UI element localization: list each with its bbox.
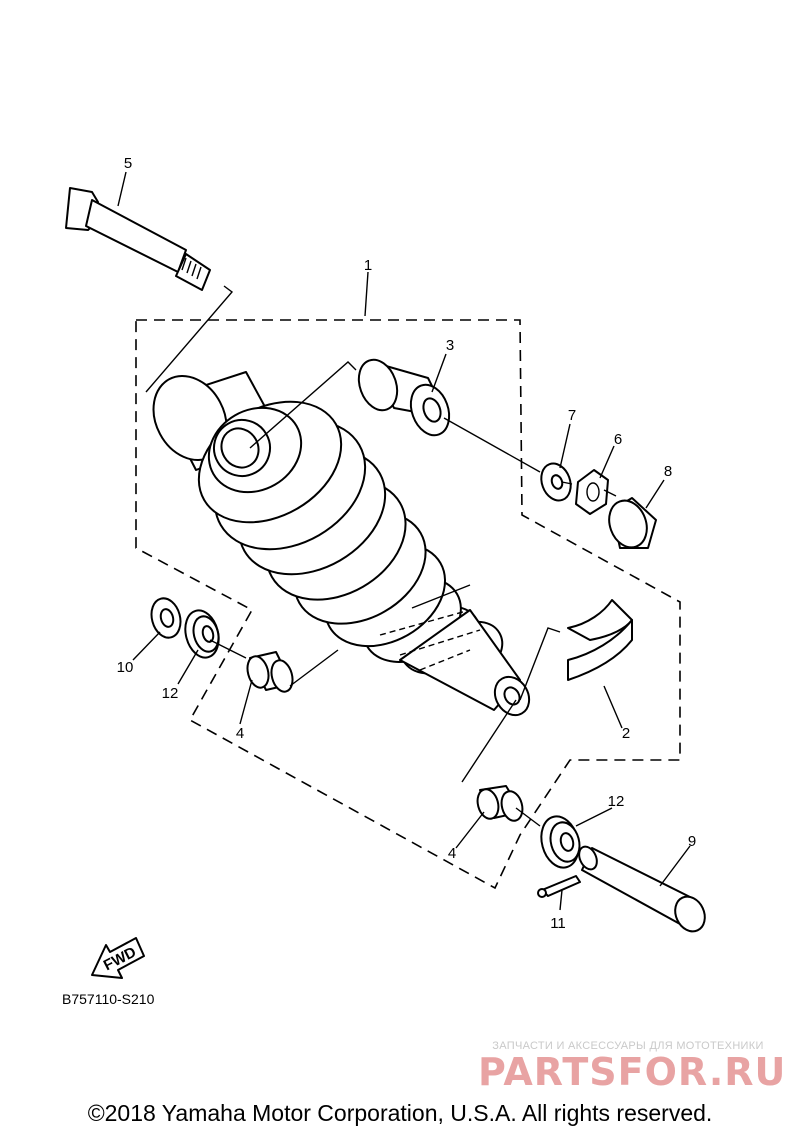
watermark-tagline: ЗАПЧАСТИ И АКСЕССУАРЫ ДЛЯ МОТОТЕХНИКИ bbox=[492, 1040, 764, 1052]
callout-12-lower: 12 bbox=[608, 793, 625, 810]
callout-1: 1 bbox=[364, 257, 372, 274]
part-1-shock-absorber[interactable] bbox=[139, 363, 536, 721]
callout-2: 2 bbox=[622, 725, 630, 742]
alignment-lines bbox=[145, 285, 617, 827]
part-12-oil-seal-upper[interactable] bbox=[180, 607, 223, 662]
part-8-cap[interactable] bbox=[603, 495, 657, 552]
callout-10: 10 bbox=[117, 659, 134, 676]
rear-shock-absorber-diagram: FWD 5 1 3 7 6 8 2 4 10 12 4 12 9 11 B757… bbox=[62, 155, 711, 1007]
part-12-oil-seal-lower[interactable] bbox=[536, 812, 584, 872]
callout-6: 6 bbox=[614, 431, 622, 448]
callout-4-lower: 4 bbox=[448, 845, 456, 862]
callout-12-upper: 12 bbox=[162, 685, 179, 702]
part-2-protector[interactable] bbox=[567, 599, 633, 681]
part-7-washer[interactable] bbox=[536, 459, 575, 504]
part-9-pin[interactable] bbox=[576, 844, 711, 936]
assembly-boundary bbox=[135, 319, 681, 890]
callout-9: 9 bbox=[688, 833, 696, 850]
leader-lines bbox=[117, 171, 691, 911]
callout-5: 5 bbox=[124, 155, 132, 172]
callout-3: 3 bbox=[446, 337, 454, 354]
callout-8: 8 bbox=[664, 463, 672, 480]
part-4-collar-upper[interactable] bbox=[244, 651, 296, 694]
diagram-code: B757110-S210 bbox=[62, 991, 155, 1007]
fwd-arrow: FWD bbox=[91, 937, 145, 979]
part-6-nut[interactable] bbox=[575, 469, 609, 515]
callout-11: 11 bbox=[550, 915, 566, 932]
part-10-washer[interactable] bbox=[147, 595, 184, 641]
part-5-bolt[interactable] bbox=[65, 187, 211, 291]
part-11-cotter-pin[interactable] bbox=[537, 875, 581, 898]
part-4-collar-lower[interactable] bbox=[474, 785, 525, 823]
callout-7: 7 bbox=[568, 407, 576, 424]
copyright-notice: ©2018 Yamaha Motor Corporation, U.S.A. A… bbox=[87, 1100, 713, 1126]
part-3-collar[interactable] bbox=[352, 354, 456, 440]
callout-4-upper: 4 bbox=[236, 725, 244, 742]
watermark-logo: PARTSFOR.RU bbox=[478, 1050, 787, 1094]
watermark: ЗАПЧАСТИ И АКСЕССУАРЫ ДЛЯ МОТОТЕХНИКИ PA… bbox=[478, 1040, 787, 1094]
